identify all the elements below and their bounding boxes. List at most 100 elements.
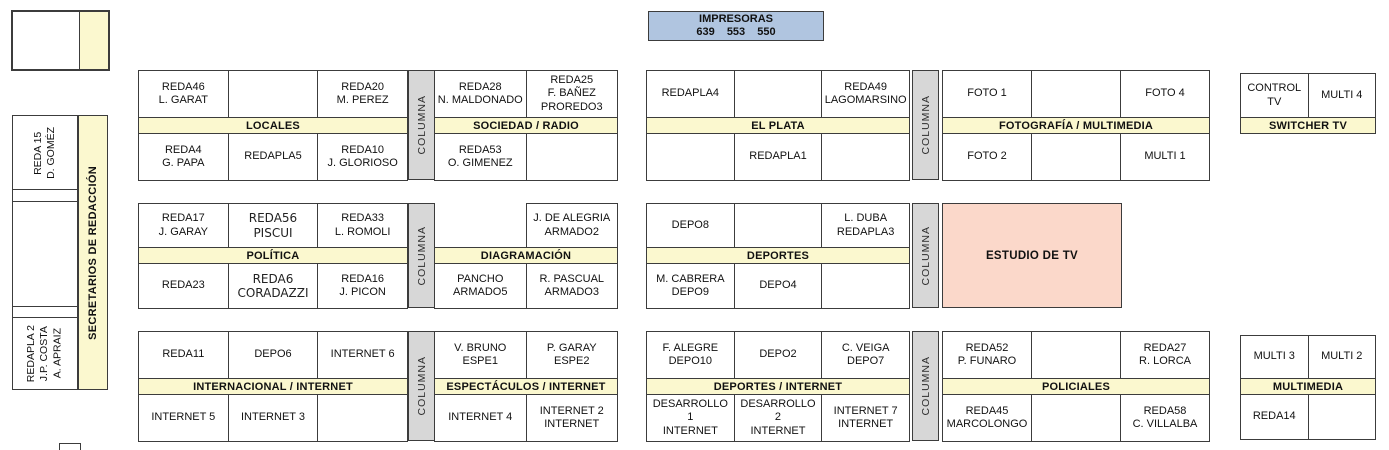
corner-box-yellow-cell	[79, 12, 108, 69]
columna-pillar: COLUMNA	[408, 70, 435, 180]
group-label-multimedia: MULTIMEDIA	[1240, 378, 1375, 394]
columna-pillar-label: COLUMNA	[415, 95, 428, 155]
tv-studio-label: ESTUDIO DE TV	[985, 249, 1079, 262]
desk-internet-4: INTERNET 4	[434, 394, 526, 441]
desk-internet-3: INTERNET 3	[227, 394, 318, 441]
desk-foto-1: FOTO 1	[942, 70, 1031, 117]
desk-foto-2: FOTO 2	[942, 133, 1031, 180]
desk-depo6: DEPO6	[227, 331, 318, 378]
desk-redapla5: REDAPLA5	[227, 133, 318, 180]
group-label-sociedad: SOCIEDAD / RADIO	[434, 117, 617, 133]
desk-control-tv: CONTROL TV	[1240, 73, 1308, 117]
empty-desk	[1307, 394, 1375, 439]
group-label-diagramacion: DIAGRAMACIÓN	[434, 247, 617, 263]
empty-desk	[1031, 133, 1120, 180]
desk-multi-3: MULTI 3	[1240, 335, 1308, 378]
empty-desk	[525, 133, 617, 180]
group-label-espectaculos: ESPECTÁCULOS / INTERNET	[434, 378, 617, 394]
empty-desk	[646, 133, 734, 180]
empty-desk	[1031, 70, 1120, 117]
columna-pillar: COLUMNA	[408, 203, 435, 308]
desk-redapla4: REDAPLA4	[646, 70, 734, 117]
group-label-elplata: EL PLATA	[646, 117, 909, 133]
empty-desk	[317, 394, 407, 441]
empty-desk	[821, 133, 909, 180]
secretarios-strip: SECRETARIOS DE REDACCIÓN	[78, 115, 108, 390]
empty-desk	[1031, 331, 1120, 378]
open-space	[434, 203, 526, 247]
tv-studio: ESTUDIO DE TV	[942, 203, 1122, 308]
partial-box	[59, 443, 81, 450]
empty-desk	[733, 203, 822, 247]
columna-pillar-label: COLUMNA	[919, 225, 932, 286]
desk-depo4: DEPO4	[733, 263, 822, 308]
desk-internet-6: INTERNET 6	[317, 331, 407, 378]
empty-desk	[1031, 394, 1120, 441]
group-label-policiales: POLICIALES	[942, 378, 1209, 394]
columna-pillar: COLUMNA	[912, 331, 939, 441]
columna-pillar: COLUMNA	[912, 203, 939, 308]
corner-box-white-cell	[13, 12, 79, 69]
sidebar-spacer	[13, 306, 77, 317]
group-label-internacional: INTERNACIONAL / INTERNET	[138, 378, 407, 394]
group-label-locales: LOCALES	[138, 117, 407, 133]
group-label-foto: FOTOGRAFÍA / MULTIMEDIA	[942, 117, 1209, 133]
desk-reda14: REDA14	[1240, 394, 1308, 439]
columna-pillar: COLUMNA	[912, 70, 939, 180]
desk-multi-2: MULTI 2	[1307, 335, 1375, 378]
empty-desk	[227, 70, 318, 117]
corner-box	[11, 10, 110, 71]
desk-internet-5: INTERNET 5	[138, 394, 228, 441]
empty-desk	[13, 201, 77, 306]
desk-depo8: DEPO8	[646, 203, 734, 247]
printers-box: IMPRESORAS 639 553 550	[648, 11, 824, 41]
columna-pillar-label: COLUMNA	[415, 356, 428, 416]
desk-multi-1: MULTI 1	[1120, 133, 1209, 180]
sidebar-spacer	[13, 189, 77, 201]
desk-foto-4: FOTO 4	[1120, 70, 1209, 117]
